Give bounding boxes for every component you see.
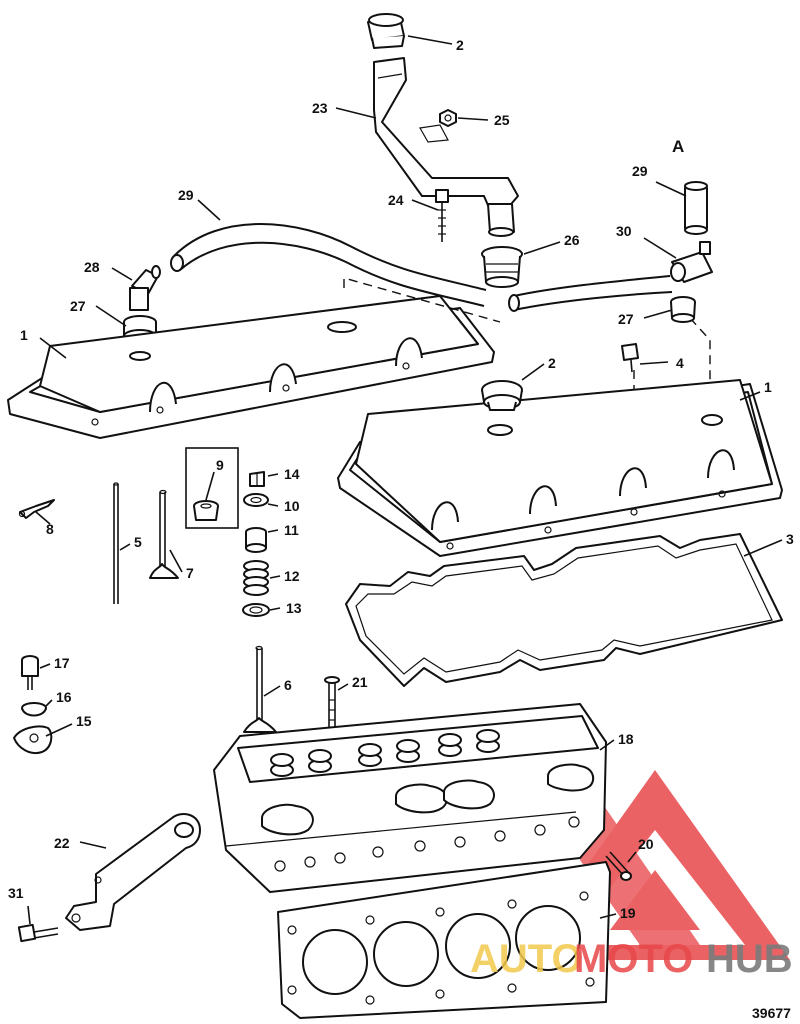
callout-29-left: 29: [178, 187, 194, 203]
callout-8: 8: [46, 521, 54, 537]
valve-spring-12: [243, 560, 269, 596]
callout-11: 11: [284, 522, 299, 538]
callout-18: 18: [618, 731, 634, 747]
callout-16: 16: [56, 689, 72, 705]
bolt-4: [621, 343, 639, 373]
hose-29-right-short: [684, 181, 708, 235]
callout-4: 4: [676, 355, 684, 371]
shim-13: [242, 603, 270, 617]
callout-19: 19: [620, 905, 636, 921]
hose-29-left: [170, 223, 487, 307]
retainer-10: [243, 493, 269, 507]
callout-3: 3: [786, 531, 794, 547]
callout-21: 21: [352, 674, 368, 690]
callout-15: 15: [76, 713, 92, 729]
callout-1-left: 1: [20, 327, 28, 343]
callout-5: 5: [134, 534, 142, 550]
hose-segment-mid: [508, 275, 673, 312]
valve-seal-9: [193, 500, 219, 521]
callout-31: 31: [8, 885, 24, 901]
leader-lines: [27, 35, 783, 925]
dash-line-left: [343, 277, 501, 323]
valve-lock-14: [249, 471, 265, 487]
watermark-text-moto: MOTO: [574, 937, 693, 981]
callout-17: 17: [54, 655, 70, 671]
callout-27-left: 27: [70, 298, 86, 314]
callout-28: 28: [84, 259, 100, 275]
nut-25: [439, 109, 457, 127]
head-bolt-21: [324, 676, 340, 730]
intake-valve-7: [149, 489, 179, 579]
valve-cover-gasket: [345, 533, 783, 687]
callout-2-top: 2: [456, 37, 464, 53]
figure-number: 39677: [752, 1005, 791, 1021]
callout-25: 25: [494, 112, 510, 128]
callout-9: 9: [216, 457, 224, 473]
bolt-31: [17, 923, 59, 943]
exhaust-valve-6: [243, 645, 277, 733]
callout-10: 10: [284, 498, 300, 514]
callout-26: 26: [564, 232, 580, 248]
callout-29-right: 29: [632, 163, 648, 179]
oil-filler-cap-mid: [481, 380, 523, 411]
watermark-triangle-core: [610, 870, 700, 930]
elbow-fitting-28: [129, 265, 161, 311]
callout-30: 30: [616, 223, 632, 239]
clip-8: [18, 499, 55, 519]
callout-7: 7: [186, 565, 194, 581]
pivot-ball-16: [21, 702, 47, 717]
callout-14: 14: [284, 466, 300, 482]
pcv-valve-30: [670, 241, 713, 283]
watermark-text-hub: HUB: [706, 937, 793, 981]
lifting-bracket-22: [65, 813, 201, 931]
view-label-a: A: [672, 137, 684, 156]
stud-20: [605, 851, 632, 881]
cylinder-head: [213, 703, 607, 893]
callout-12: 12: [284, 568, 300, 584]
callout-20: 20: [638, 836, 654, 852]
pushrod-5: [113, 482, 119, 604]
callout-22: 22: [54, 835, 70, 851]
rocker-arm-15: [13, 725, 53, 754]
watermark-text-auto: AUTO: [470, 937, 583, 981]
head-gasket: [277, 861, 611, 1019]
oil-filler-cap-top: [367, 13, 405, 49]
callout-2-mid: 2: [548, 355, 556, 371]
valve-cover-right: [337, 379, 783, 557]
grommet-27-right: [670, 296, 696, 323]
oil-seal-11: [245, 527, 267, 553]
watermark-text: AUTO MOTO HUB: [470, 937, 793, 981]
callout-1-right: 1: [764, 379, 772, 395]
callout-23: 23: [312, 100, 328, 116]
oil-fill-tube: [373, 57, 519, 237]
callout-numbers: 2 23 25 24 26 29 28 27 1 A 29 30 27 4 2 …: [8, 37, 794, 1021]
grommet-26: [481, 246, 523, 288]
callout-13: 13: [286, 600, 302, 616]
valve-cover-left: [7, 295, 495, 439]
inset-box-9: [185, 447, 239, 529]
callout-6: 6: [284, 677, 292, 693]
callout-27-right: 27: [618, 311, 634, 327]
bolt-24: [435, 189, 449, 242]
callout-24: 24: [388, 192, 404, 208]
rocker-stud-17: [21, 655, 39, 690]
